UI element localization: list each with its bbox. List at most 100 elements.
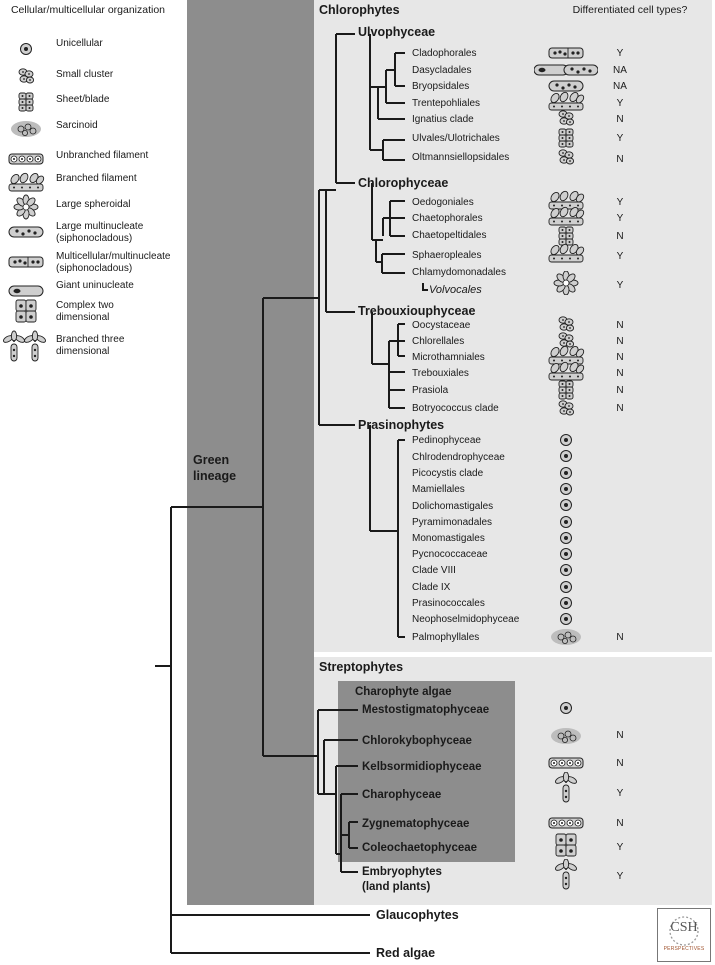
order-label: Prasinococcales	[412, 598, 485, 609]
legend-icon	[6, 278, 44, 304]
dct-value: NA	[613, 65, 627, 76]
charophyte-algae-box	[338, 681, 515, 862]
legend-label: Sarcinoid	[56, 120, 98, 131]
green-lineage-box	[187, 0, 314, 905]
volvocales-bracket	[422, 283, 428, 291]
order-label: Pyramimonadales	[412, 517, 493, 528]
chlorophytes-title: Chlorophytes	[319, 3, 400, 17]
differentiated-header: Differentiated cell types?	[572, 4, 688, 16]
order-label: Oltmannsiellopsidales	[412, 152, 510, 163]
legend-item: Branched three dimensional	[0, 330, 185, 362]
order-label: Chlamydomonadales	[412, 267, 506, 278]
legend-item: Sheet/blade	[0, 89, 185, 115]
branched-filament-icon	[546, 242, 586, 266]
order-label: Bryopsidales	[412, 81, 470, 92]
legend-icon	[6, 249, 44, 275]
charophyte-algae-label: Charophyte algae	[355, 686, 452, 698]
strepto-taxon-label: Kelbsormidiophyceae	[362, 761, 482, 773]
order-label: Microthamniales	[412, 352, 485, 363]
legend-label: Small cluster	[56, 69, 114, 80]
dct-value: Y	[616, 251, 624, 262]
dct-value: N	[616, 368, 624, 379]
unicellular-icon	[546, 461, 586, 485]
logo-ring-icon	[669, 916, 699, 946]
legend-label: Complex two dimensional	[56, 300, 114, 323]
csh-perspectives-logo: CSH PERSPECTIVES	[657, 908, 711, 962]
dct-value: N	[616, 114, 624, 125]
sarcinoid-icon	[546, 625, 586, 649]
dct-value: N	[616, 758, 624, 769]
dct-value: NA	[613, 81, 627, 92]
legend-label: Branched three dimensional	[56, 334, 125, 357]
order-label: Oocystaceae	[412, 320, 471, 331]
streptophytes-title: Streptophytes	[319, 660, 404, 674]
legend-icon	[6, 36, 42, 62]
legend-icon	[3, 330, 46, 362]
branched-three-dimensional-icon	[546, 858, 586, 893]
legend-label: Large multinucleate (siphonocladous)	[56, 221, 144, 244]
order-label: Picocystis clade	[412, 468, 484, 479]
dct-value: Y	[616, 133, 624, 144]
strepto-taxon-label: Coleochaetophyceae	[362, 842, 478, 854]
dct-value: Y	[616, 197, 624, 208]
dct-value: N	[616, 352, 624, 363]
legend-label: Giant uninucleate	[56, 280, 134, 291]
strepto-taxon-label: Mestostigmatophyceae	[362, 704, 490, 716]
class-label: Ulvophyceae	[358, 25, 436, 39]
order-label: Clade IX	[412, 582, 451, 593]
legend-item: Multicellular/multinucleate (siphonoclad…	[0, 249, 185, 275]
order-label: Prasiola	[412, 385, 449, 396]
legend-item: Branched filament	[0, 170, 185, 196]
unicellular-icon	[546, 607, 586, 631]
order-label: Neophoselmidophyceae	[412, 614, 520, 625]
multicellular-multinucleate-icon	[546, 41, 586, 65]
dct-value: N	[616, 336, 624, 347]
dct-value: Y	[616, 280, 624, 291]
legend-icon	[6, 63, 42, 89]
unicellular-icon	[546, 526, 586, 550]
unicellular-icon	[546, 444, 586, 468]
dct-value: Y	[616, 48, 624, 59]
order-label: Trentepohliales	[412, 98, 481, 109]
order-label: Chaetophorales	[412, 213, 483, 224]
legend-icon	[6, 170, 45, 196]
dct-value: Y	[616, 788, 624, 799]
order-label: Ignatius clade	[412, 114, 474, 125]
legend-item: Giant uninucleate	[0, 278, 185, 304]
order-label: Clade VIII	[412, 565, 456, 576]
unicellular-icon	[546, 510, 586, 534]
branched-filament-icon	[546, 205, 586, 229]
green-lineage-label: Green lineage	[193, 453, 237, 483]
unicellular-icon	[546, 428, 586, 452]
red-algae-label: Red algae	[376, 946, 436, 960]
order-label: Dasycladales	[412, 65, 472, 76]
legend-item: Large spheroidal	[0, 194, 185, 220]
small-cluster-icon	[546, 396, 586, 420]
unicellular-icon	[546, 542, 586, 566]
legend-icon	[6, 89, 42, 115]
strepto-taxon-label: Zygnematophyceae	[362, 818, 470, 830]
giant-uninucleate-icon	[533, 58, 599, 82]
order-label: Monomastigales	[412, 533, 485, 544]
order-label: Pycnococcaceae	[412, 549, 488, 560]
logo-subtext: PERSPECTIVES	[663, 946, 705, 952]
unbranched-filament-icon	[546, 811, 586, 835]
dct-value: N	[616, 385, 624, 396]
legend-label: Unbranched filament	[56, 150, 149, 161]
legend-icon	[6, 146, 44, 172]
dct-value: Y	[616, 98, 624, 109]
legend-title: Cellular/multicellular organization	[10, 4, 166, 16]
complex-two-dimensional-icon	[546, 828, 586, 862]
legend-label: Multicellular/multinucleate (siphonoclad…	[56, 251, 171, 274]
order-label: Chlorellales	[412, 336, 465, 347]
order-label: Ulvales/Ulotrichales	[412, 133, 500, 144]
legend-label: Unicellular	[56, 38, 103, 49]
class-label: Trebouxiouphyceae	[358, 304, 476, 318]
chlorophytes-panel	[314, 0, 712, 652]
legend-item: Complex two dimensional	[0, 298, 185, 324]
sheet-blade-icon	[546, 224, 586, 248]
order-label: Mamiellales	[412, 484, 465, 495]
dct-value: Y	[616, 842, 624, 853]
unicellular-icon	[546, 696, 586, 720]
